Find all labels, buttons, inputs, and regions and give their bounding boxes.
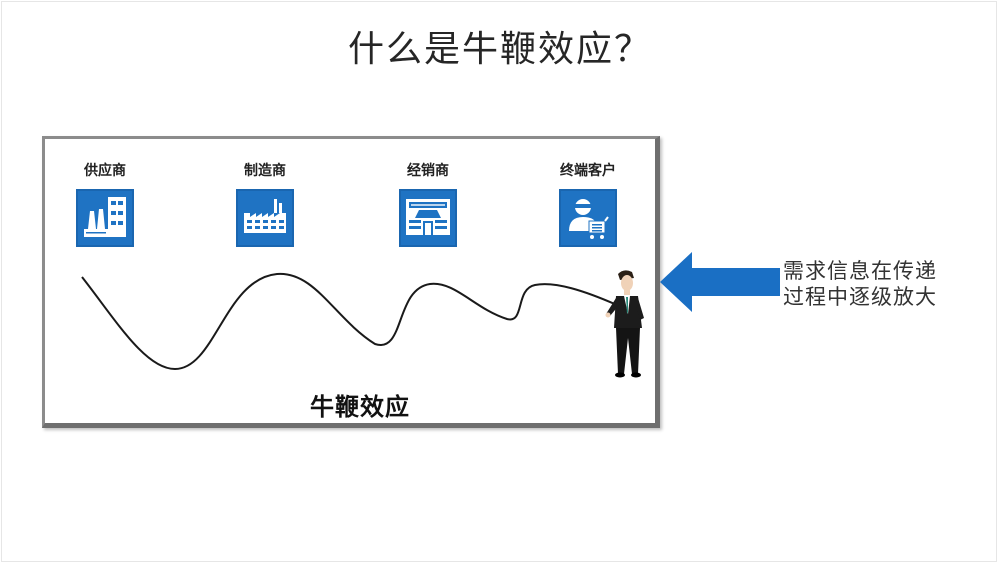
supermarket-store-icon <box>399 189 457 247</box>
stage-manufacturer: 制造商 <box>210 161 320 247</box>
annotation-line-2: 过程中逐级放大 <box>783 285 937 309</box>
stage-label: 供应商 <box>84 163 126 179</box>
stage-label: 制造商 <box>244 163 286 179</box>
supplier-factory-icon <box>76 189 134 247</box>
annotation-line-1: 需求信息在传递 <box>783 259 937 283</box>
customer-cart-icon <box>559 189 617 247</box>
stage-distributor: 经销商 <box>373 161 483 247</box>
stage-label: 经销商 <box>407 163 449 179</box>
bullwhip-caption: 牛鞭效应 <box>310 392 410 421</box>
slide-title: 什么是牛鞭效应？ <box>347 29 652 70</box>
manufacturer-factory-icon <box>236 189 294 247</box>
stage-end-customer: 终端客户 <box>533 161 643 247</box>
businessman-holding-whip-icon <box>605 270 644 378</box>
bullwhip-diagram-frame: 供应商 制造商 <box>42 136 660 428</box>
bullwhip-curve <box>81 272 618 371</box>
annotation-text: 需求信息在传递 过程中逐级放大 <box>783 258 1000 310</box>
stage-label: 终端客户 <box>560 163 616 179</box>
stage-supplier: 供应商 <box>50 161 160 247</box>
left-arrow-icon <box>660 252 780 312</box>
